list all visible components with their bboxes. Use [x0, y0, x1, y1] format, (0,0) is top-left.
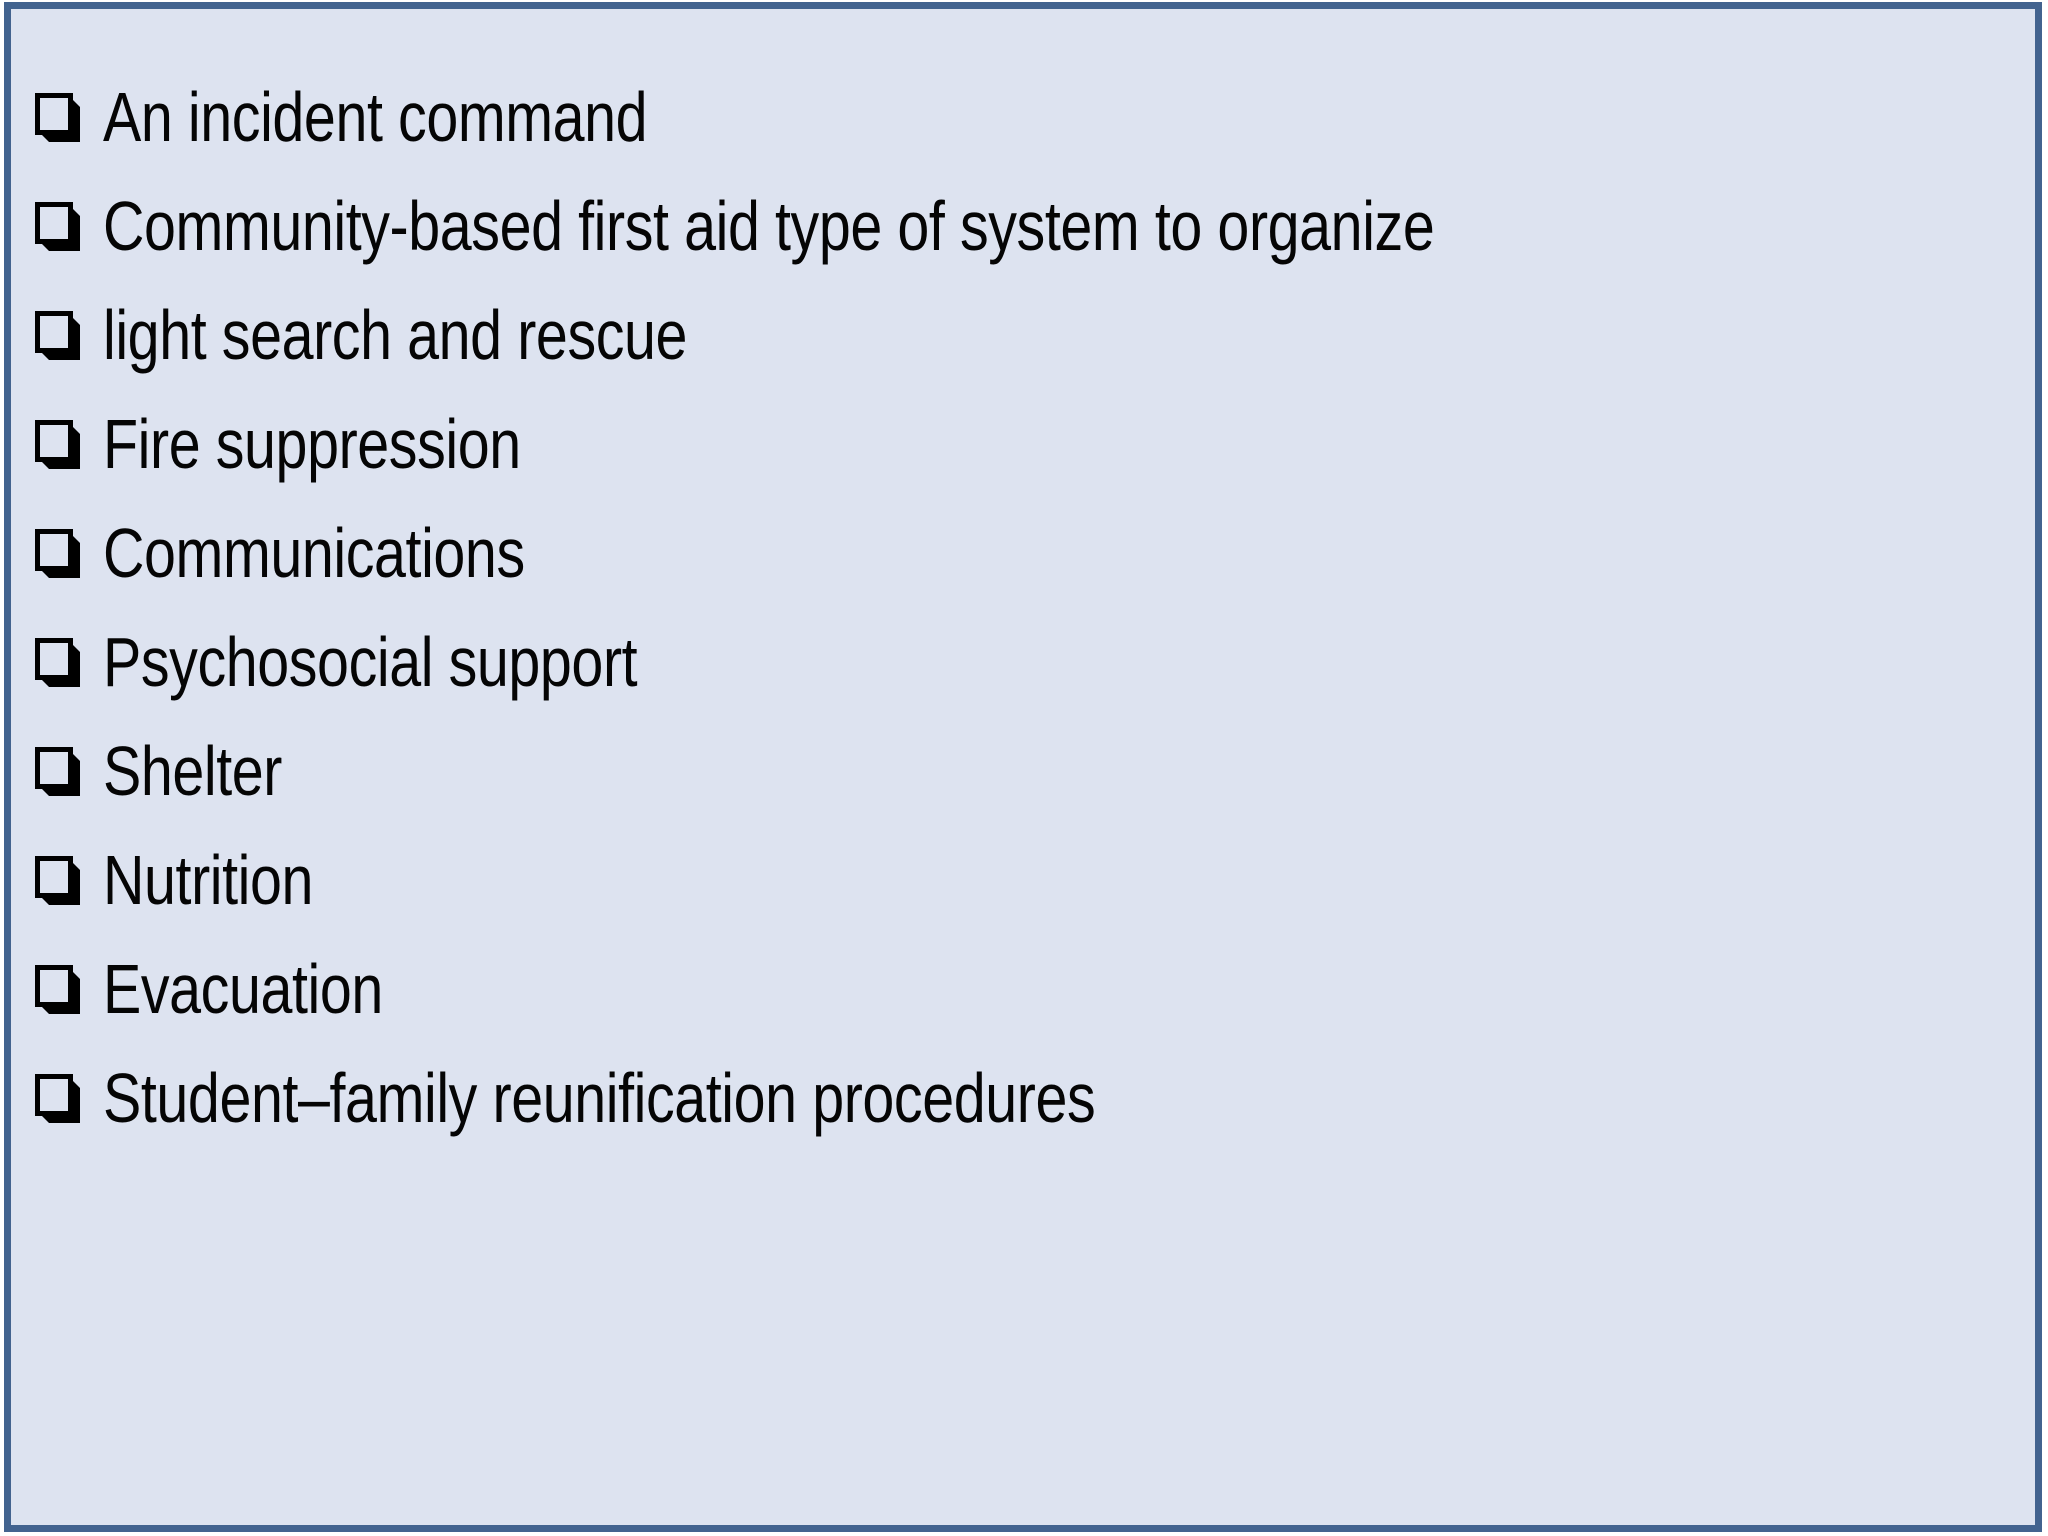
checkbox-square-icon [35, 1072, 81, 1126]
checkbox-square-icon [35, 527, 81, 581]
checklist-item-label: Evacuation [103, 950, 383, 1028]
checklist-item[interactable]: Psychosocial support [35, 614, 754, 710]
checklist-item-label: Psychosocial support [103, 623, 638, 701]
checklist-item[interactable]: Nutrition [35, 832, 359, 928]
checklist-item-label: Student–family reunification procedures [103, 1059, 1096, 1137]
checklist-item[interactable]: Community-based first aid type of system… [35, 178, 1727, 274]
checklist-item-label: Communications [103, 514, 525, 592]
checklist-item[interactable]: Student–family reunification procedures [35, 1050, 1313, 1146]
checklist-item-label: Nutrition [103, 841, 314, 919]
checkbox-square-icon [35, 418, 81, 472]
checkbox-square-icon [35, 745, 81, 799]
checklist-item-label: light search and rescue [103, 296, 688, 374]
checkbox-square-icon [35, 636, 81, 690]
checklist-item-label: Fire suppression [103, 405, 521, 483]
checklist-item[interactable]: Communications [35, 505, 617, 601]
checkbox-square-icon [35, 963, 81, 1017]
checklist-item-label: Community-based first aid type of system… [103, 187, 1435, 265]
checkbox-square-icon [35, 91, 81, 145]
checklist-item-label: Shelter [103, 732, 283, 810]
checklist-item[interactable]: Evacuation [35, 941, 444, 1037]
checkbox-square-icon [35, 309, 81, 363]
checklist-item-label: An incident command [103, 78, 648, 156]
checklist-item[interactable]: Shelter [35, 723, 321, 819]
checklist-item[interactable]: light search and rescue [35, 287, 815, 383]
checklist-item[interactable]: Fire suppression [35, 396, 612, 492]
checkbox-square-icon [35, 200, 81, 254]
checkbox-square-icon [35, 854, 81, 908]
checklist-item[interactable]: An incident command [35, 69, 767, 165]
